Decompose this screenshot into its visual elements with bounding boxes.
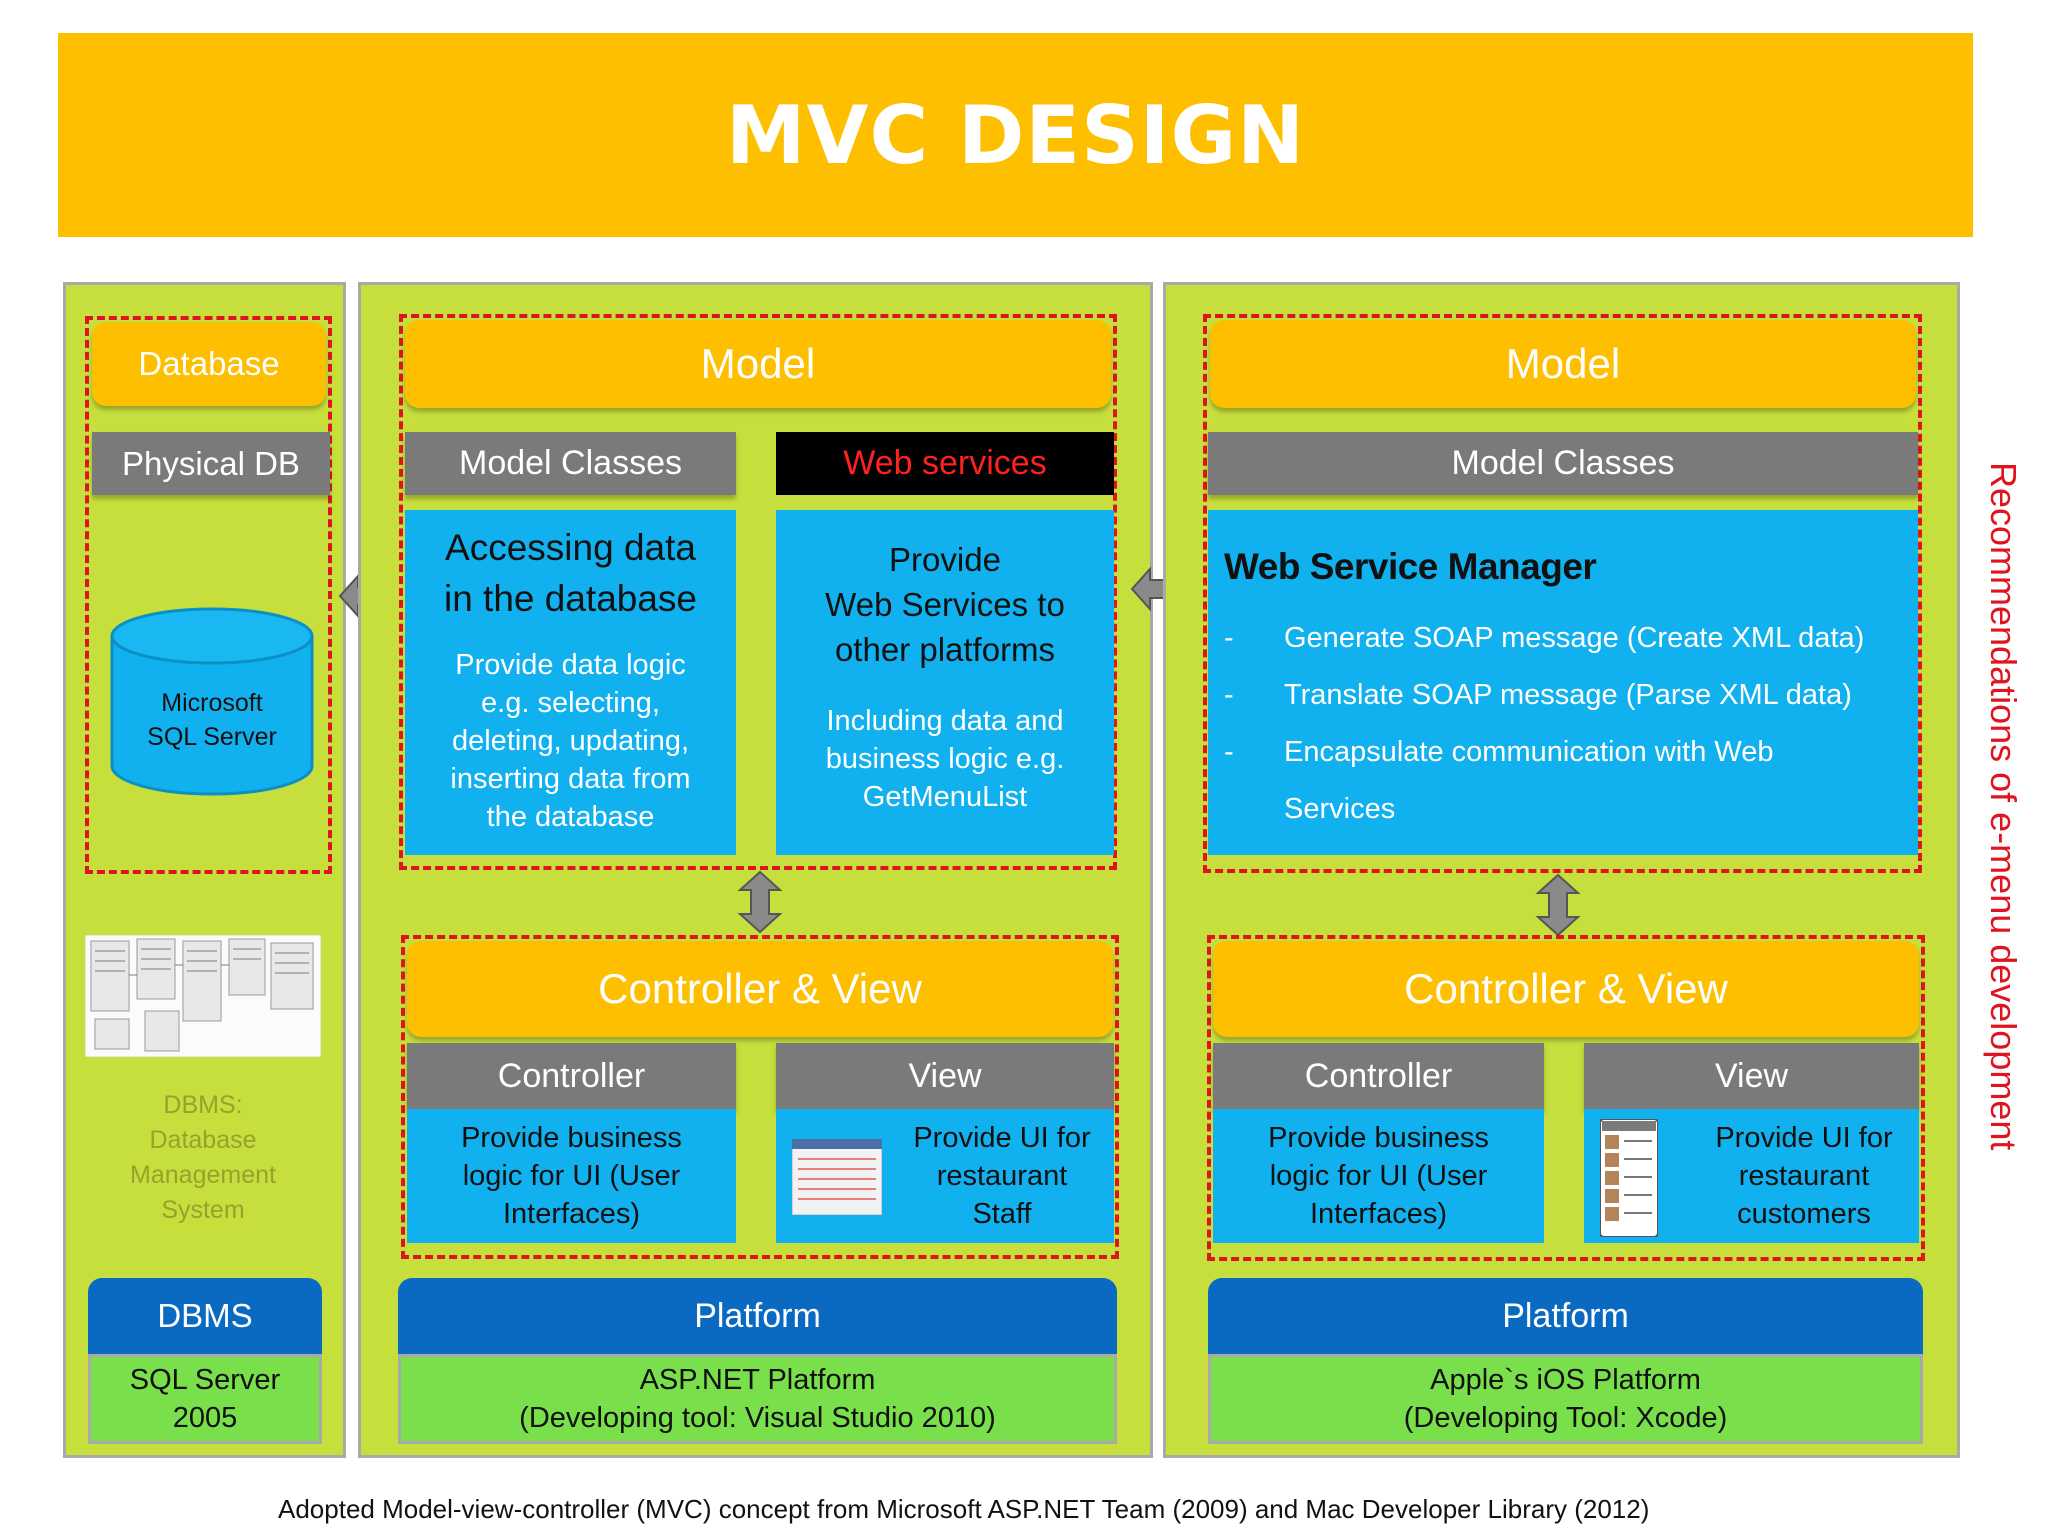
footer-citation: Adopted Model-view-controller (MVC) conc… xyxy=(278,1494,1650,1524)
side-note: Recommendations of e-menu development xyxy=(1983,462,2024,1151)
database-group xyxy=(85,316,332,874)
dbms-caption: DBMS: Database Management System xyxy=(130,1091,276,1224)
right-controller-box: Provide business logic for UI (User Inte… xyxy=(1213,1109,1544,1243)
dbms-platform-label: DBMS xyxy=(88,1278,322,1354)
middle-cv-header: Controller & View xyxy=(407,941,1113,1037)
right-platform-detail: Apple`s iOS Platform (Developing Tool: X… xyxy=(1208,1354,1923,1444)
middle-view-label: View xyxy=(776,1043,1114,1109)
web-services-label: Web services xyxy=(776,432,1114,495)
wsm-item-continued: Services xyxy=(1284,793,1396,825)
cylinder-label: Microsoft SQL Server xyxy=(147,689,277,751)
title-banner: MVC DESIGN xyxy=(58,33,1973,237)
wsm-title: Web Service Manager xyxy=(1224,546,1597,587)
middle-vertical-double-arrow-icon xyxy=(737,870,783,934)
web-services-box: Provide Web Services to other platforms … xyxy=(776,510,1114,855)
web-service-manager-box: Web Service Manager -Generate SOAP messa… xyxy=(1208,510,1918,855)
right-platform-label: Platform xyxy=(1208,1278,1923,1354)
wsm-item: -Generate SOAP message (Create XML data) xyxy=(1224,622,1865,654)
right-vertical-double-arrow-icon xyxy=(1535,873,1581,937)
ios-app-screenshot-icon xyxy=(1600,1119,1658,1237)
wsm-item: -Translate SOAP message (Parse XML data) xyxy=(1224,679,1852,711)
data-access-box: Accessing data in the database Provide d… xyxy=(405,510,736,855)
database-cylinder-icon xyxy=(110,607,314,796)
middle-platform-detail: ASP.NET Platform (Developing tool: Visua… xyxy=(398,1354,1117,1444)
middle-cv-group xyxy=(401,935,1119,1259)
wsm-list: -Generate SOAP message (Create XML data)… xyxy=(1224,610,1904,838)
middle-controller-box: Provide business logic for UI (User Inte… xyxy=(407,1109,736,1243)
middle-model-header: Model xyxy=(405,320,1111,408)
page-title: MVC DESIGN xyxy=(725,88,1306,182)
middle-model-classes-label: Model Classes xyxy=(405,432,736,495)
right-model-group xyxy=(1203,314,1922,873)
middle-controller-label: Controller xyxy=(407,1043,736,1109)
database-header: Database xyxy=(92,322,326,406)
right-view-label: View xyxy=(1584,1043,1919,1109)
database-schema-image xyxy=(85,935,321,1057)
right-cv-header: Controller & View xyxy=(1213,941,1919,1037)
right-controller-label: Controller xyxy=(1213,1043,1544,1109)
wsm-item: -Encapsulate communication with Web xyxy=(1224,736,1774,768)
physical-db-label: Physical DB xyxy=(92,432,330,495)
right-view-box: Provide UI for restaurant customers xyxy=(1584,1109,1919,1243)
right-model-classes-label: Model Classes xyxy=(1208,432,1918,495)
middle-model-group xyxy=(399,314,1117,870)
right-cv-group xyxy=(1207,935,1925,1261)
middle-platform-label: Platform xyxy=(398,1278,1117,1354)
staff-ui-screenshot-icon xyxy=(792,1139,882,1215)
right-model-header: Model xyxy=(1210,320,1916,408)
dbms-platform-detail: SQL Server 2005 xyxy=(88,1354,322,1444)
middle-view-box: Provide UI for restaurant Staff xyxy=(776,1109,1114,1243)
